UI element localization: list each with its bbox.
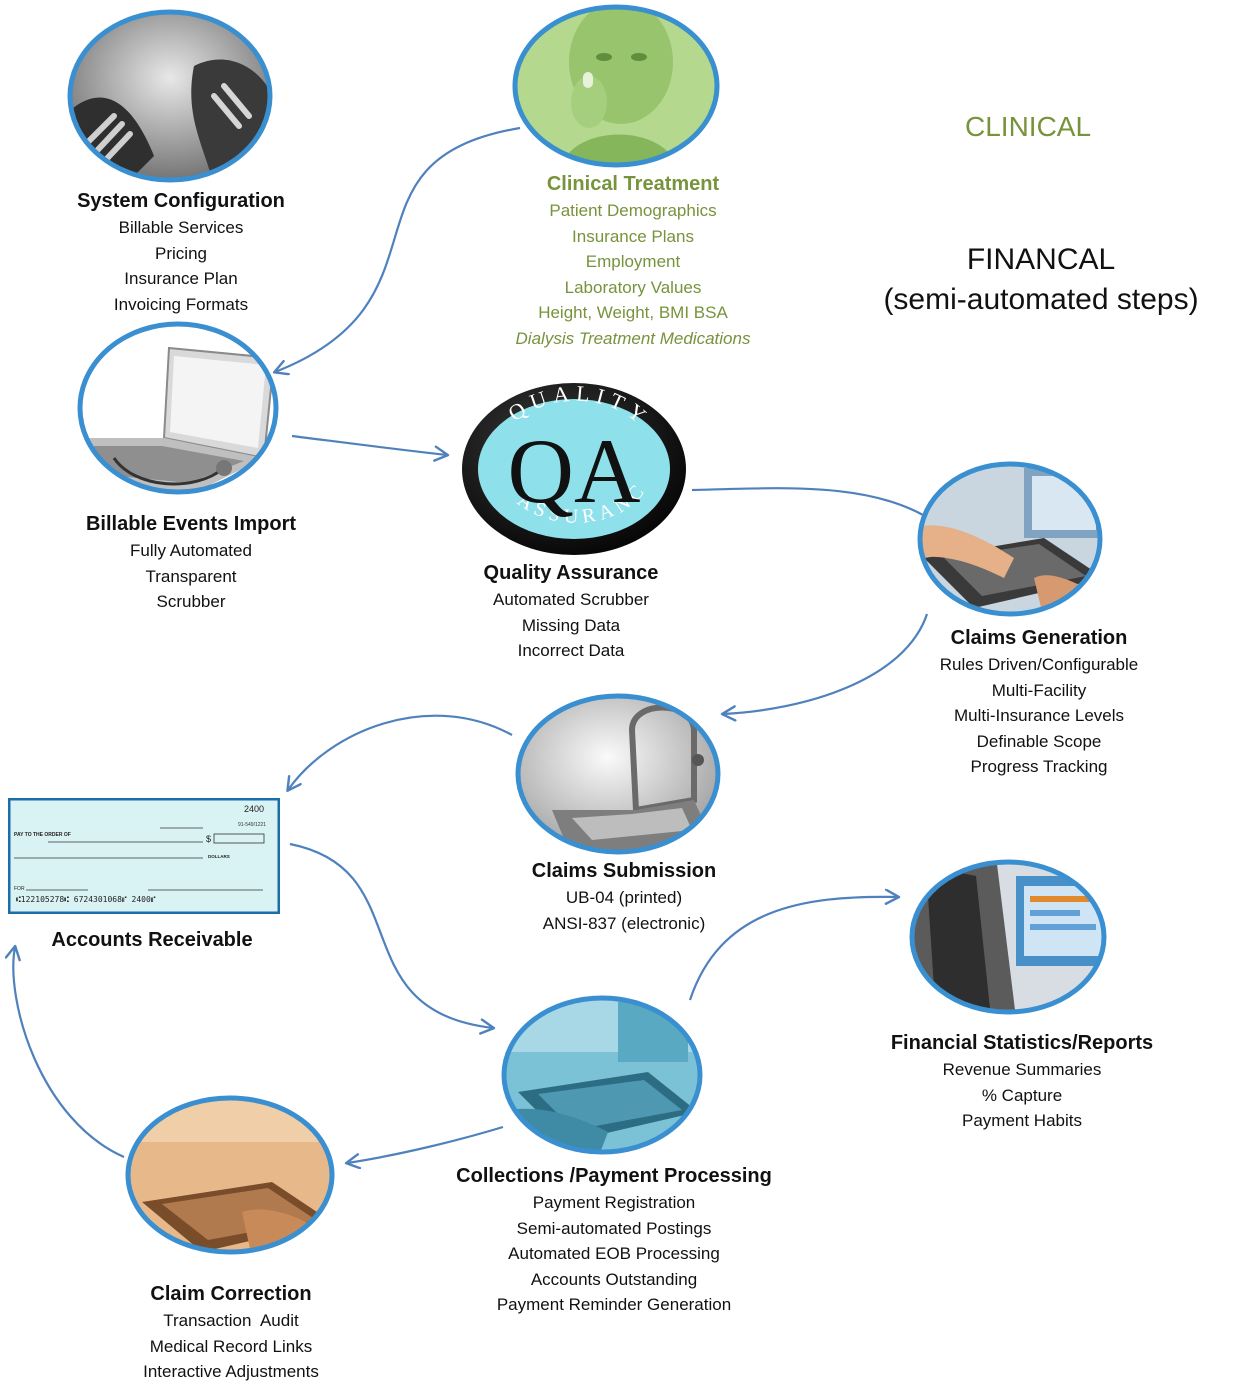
list-item: Accounts Outstanding bbox=[530, 1269, 698, 1289]
claim-correction-block: Claim Correction Transaction Audit Medic… bbox=[81, 1280, 381, 1385]
quality-assurance-title: Quality Assurance bbox=[483, 562, 659, 584]
list-item: Transaction Audit bbox=[163, 1311, 299, 1330]
accounts-receivable-check: 2400 91-549/1221 PAY TO THE ORDER OF $ D… bbox=[8, 798, 280, 914]
list-item: Interactive Adjustments bbox=[143, 1362, 319, 1382]
accounts-receivable-block: Accounts Receivable bbox=[2, 926, 302, 954]
claim-correction-photo bbox=[125, 1095, 335, 1255]
check-number: 2400 bbox=[244, 804, 264, 814]
check-dollars: DOLLARS bbox=[208, 854, 230, 859]
quality-assurance-logo: QUALITY ASSURANCE QA bbox=[458, 378, 686, 555]
arrow-billable-to-qa bbox=[291, 434, 447, 455]
arrow-qa-to-claims-generation bbox=[691, 487, 940, 526]
arrow-receivable-to-collections bbox=[289, 842, 493, 1028]
list-item: Laboratory Values bbox=[564, 277, 702, 297]
list-item: Billable Services bbox=[118, 218, 244, 237]
list-item: Semi-automated Postings bbox=[516, 1218, 712, 1238]
check-micr: ⑆122105278⑆ 6724301068⑈ 2400⑈ bbox=[16, 895, 156, 904]
check-for: FOR bbox=[14, 886, 25, 892]
list-item: Invoicing Formats bbox=[113, 294, 249, 314]
list-item: Insurance Plans bbox=[572, 226, 694, 246]
list-item: % Capture bbox=[981, 1085, 1063, 1105]
accounts-receivable-title: Accounts Receivable bbox=[51, 929, 253, 951]
list-item: Medical Record Links bbox=[149, 1336, 313, 1356]
qa-logo-letters: QA bbox=[508, 420, 641, 522]
list-item: Employment bbox=[585, 252, 681, 272]
list-item: Rules Driven/Configurable bbox=[939, 655, 1139, 674]
claims-generation-title: Claims Generation bbox=[950, 627, 1128, 649]
system-configuration-title: System Configuration bbox=[77, 190, 285, 212]
list-item: Height, Weight, BMI BSA bbox=[538, 303, 728, 323]
financial-statistics-photo bbox=[909, 859, 1107, 1015]
collections-title: Collections /Payment Processing bbox=[456, 1165, 772, 1187]
list-item: Incorrect Data bbox=[517, 641, 625, 661]
system-configuration-photo bbox=[67, 9, 273, 183]
billable-events-import-title: Billable Events Import bbox=[85, 513, 297, 535]
claims-generation-photo bbox=[917, 461, 1103, 617]
list-item: Payment Reminder Generation bbox=[496, 1295, 732, 1315]
collections-block: Collections /Payment Processing Payment … bbox=[414, 1162, 814, 1318]
billable-events-import-block: Billable Events Import Fully Automated T… bbox=[41, 510, 341, 615]
list-item: Revenue Summaries bbox=[942, 1060, 1102, 1079]
financial-statistics-title: Financial Statistics/Reports bbox=[890, 1032, 1154, 1054]
financial-statistics-block: Financial Statistics/Reports Revenue Sum… bbox=[857, 1029, 1187, 1134]
arrow-correction-to-receivable bbox=[13, 947, 125, 1159]
check-pay-to: PAY TO THE ORDER OF bbox=[14, 832, 71, 838]
svg-text:$: $ bbox=[206, 834, 211, 844]
list-item: Dialysis Treatment Medications bbox=[515, 328, 751, 348]
list-item: Patient Demographics bbox=[549, 201, 717, 220]
list-item: Multi-Insurance Levels bbox=[953, 706, 1125, 726]
list-item: Payment Registration bbox=[532, 1193, 696, 1212]
arrow-submission-to-receivable bbox=[288, 714, 513, 790]
billable-events-import-photo bbox=[77, 321, 279, 495]
claim-correction-title: Claim Correction bbox=[150, 1283, 312, 1305]
claims-submission-block: Claims Submission UB-04 (printed) ANSI-8… bbox=[474, 857, 774, 936]
list-item: Automated EOB Processing bbox=[508, 1244, 720, 1264]
legend-clinical: CLINICAL bbox=[965, 111, 1092, 142]
list-item: UB-04 (printed) bbox=[565, 888, 683, 907]
legend-financial-subtitle: (semi-automated steps) bbox=[883, 283, 1199, 316]
claims-submission-photo bbox=[515, 693, 721, 855]
collections-photo bbox=[501, 995, 703, 1155]
clinical-treatment-photo bbox=[512, 4, 720, 168]
list-item: Progress Tracking bbox=[970, 757, 1108, 777]
list-item: Fully Automated bbox=[130, 541, 252, 560]
list-item: Automated Scrubber bbox=[493, 590, 649, 609]
claims-generation-block: Claims Generation Rules Driven/Configura… bbox=[889, 624, 1189, 780]
list-item: Insurance Plan bbox=[124, 269, 238, 289]
list-item: Pricing bbox=[155, 243, 207, 263]
quality-assurance-block: Quality Assurance Automated Scrubber Mis… bbox=[421, 559, 721, 664]
legend-financial-title: FINANCAL bbox=[966, 243, 1116, 276]
system-configuration-block: System Configuration Billable Services P… bbox=[31, 187, 331, 317]
list-item: Transparent bbox=[145, 566, 237, 586]
arrow-collections-to-correction bbox=[347, 1125, 504, 1163]
list-item: Missing Data bbox=[521, 615, 621, 635]
claims-submission-title: Claims Submission bbox=[531, 860, 717, 882]
list-item: Multi-Facility bbox=[991, 680, 1087, 700]
clinical-treatment-block: Clinical Treatment Patient Demographics … bbox=[483, 170, 783, 352]
legend-financial: FINANCAL (semi-automated steps) bbox=[860, 240, 1222, 320]
list-item: Scrubber bbox=[156, 592, 226, 612]
list-item: Payment Habits bbox=[962, 1111, 1082, 1131]
list-item: Definable Scope bbox=[976, 731, 1102, 751]
check-routing: 91-549/1221 bbox=[238, 822, 266, 828]
list-item: ANSI-837 (electronic) bbox=[542, 913, 706, 933]
clinical-treatment-title: Clinical Treatment bbox=[546, 173, 720, 195]
